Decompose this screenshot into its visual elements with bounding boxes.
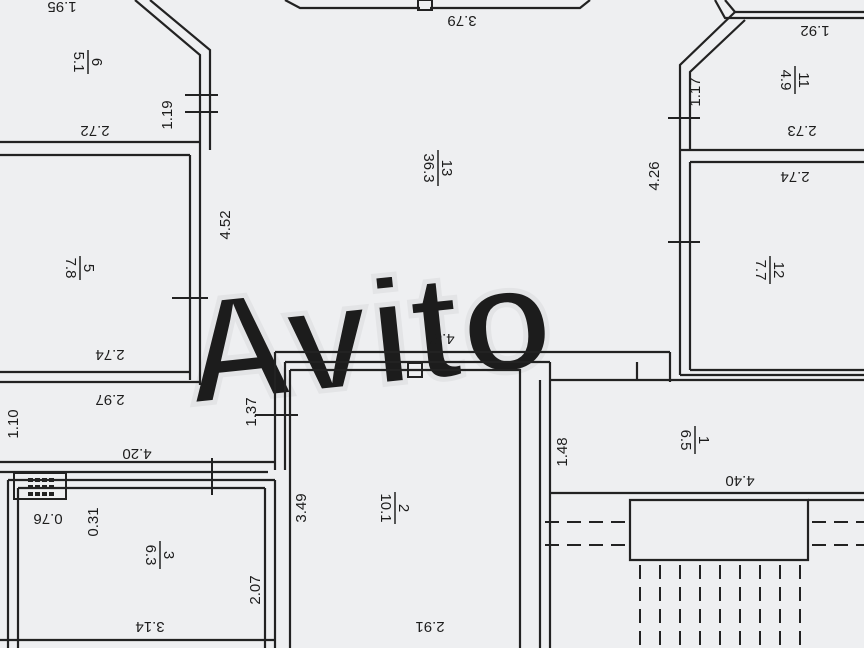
room-area: 4.9	[777, 70, 794, 91]
dimension-label: 3.79	[447, 12, 476, 29]
dimension-label: 4.26	[646, 161, 663, 190]
room-label-2: 2 10.1	[377, 492, 412, 524]
dimension-label: 0.76	[33, 510, 62, 527]
room-label-1: 1 6.5	[677, 426, 712, 454]
dimension-label: 3.14	[135, 618, 164, 635]
dimension-label: 2.74	[95, 346, 124, 363]
room-number: 6	[88, 58, 105, 66]
dimension-label: 2.97	[95, 391, 124, 408]
watermark: Avito	[175, 231, 560, 437]
dimension-label: 2.73	[787, 122, 816, 139]
room-number: 1	[695, 436, 712, 444]
room-area: 7.8	[62, 258, 79, 279]
room-number: 12	[770, 262, 787, 279]
room-number: 2	[395, 504, 412, 512]
room-label-3: 3 6.3	[142, 541, 177, 569]
dimension-label: 4.81	[425, 330, 454, 347]
room-number: 5	[80, 264, 97, 272]
dimension-label: 4.40	[725, 472, 754, 489]
dimension-label: 3.49	[293, 493, 310, 522]
dimension-label: 1.19	[159, 100, 176, 129]
room-label-5: 5 7.8	[62, 256, 97, 280]
dimension-label: 1.48	[554, 437, 571, 466]
room-number: 11	[795, 72, 812, 88]
room-area: 10.1	[377, 493, 394, 522]
room-label-11: 11 4.9	[777, 66, 812, 94]
dimension-label: 1.17	[687, 77, 704, 106]
dimension-label: 0.31	[85, 507, 102, 536]
dimension-label: 1.92	[800, 22, 829, 39]
dimension-label: 2.91	[415, 618, 444, 635]
dimension-label: 2.72	[80, 122, 109, 139]
room-area: 5.1	[70, 52, 87, 73]
room-area: 6.3	[142, 545, 159, 566]
dimension-label: 1.95	[47, 0, 76, 15]
dimension-label: 4.52	[217, 210, 234, 239]
room-label-13: 13 36.3	[420, 150, 455, 186]
stair-hatch	[545, 521, 864, 648]
dimension-label: 2.74	[780, 168, 809, 185]
dimension-label: 4.20	[122, 445, 151, 462]
dimension-label: 1.10	[5, 409, 22, 438]
dimension-label: 2.07	[247, 575, 264, 604]
room-area: 36.3	[420, 153, 437, 182]
room-label-12: 12 7.7	[752, 256, 787, 284]
room-number: 13	[438, 160, 455, 177]
dimension-label: 1.37	[243, 397, 260, 426]
vent-icon	[28, 478, 54, 496]
room-area: 7.7	[752, 260, 769, 281]
room-area: 6.5	[677, 430, 694, 451]
room-label-6: 6 5.1	[70, 50, 105, 74]
door-marks	[172, 94, 700, 495]
room-number: 3	[160, 551, 177, 559]
